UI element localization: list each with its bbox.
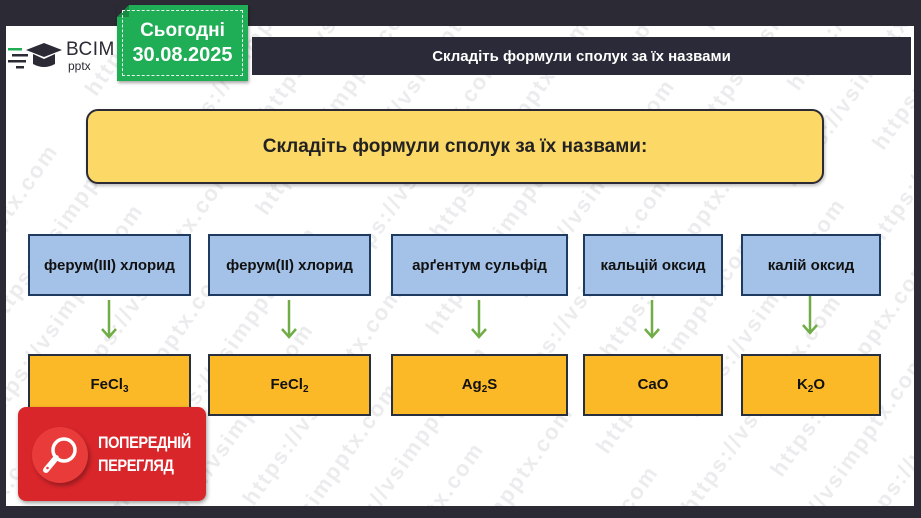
formula-box-5: K2O [741, 354, 881, 416]
arrow-down-icon [101, 300, 117, 339]
today-label: Сьогодні [140, 19, 225, 41]
arrow-down-icon [471, 300, 487, 339]
arrow-down-icon [281, 300, 297, 339]
slide-title: Складіть формули сполук за їх назвами [432, 47, 731, 65]
logo-title: ВСІМ [66, 39, 115, 60]
preview-label: ПОПЕРЕДНІЙ ПЕРЕГЛЯД [98, 433, 191, 475]
today-badge: Сьогодні 30.08.2025 [117, 5, 248, 81]
today-date: 30.08.2025 [132, 43, 233, 66]
formula-box-1: FeCl3 [28, 354, 191, 416]
slide-title-bar: Складіть формули сполук за їх назвами [252, 37, 911, 75]
arrow-down-icon [644, 300, 660, 339]
formula: CaO [637, 375, 669, 393]
formula-box-4: CaO [583, 354, 723, 416]
formula: K2O [796, 375, 826, 395]
graduation-cap-icon [8, 43, 62, 69]
arrow-down-icon [802, 296, 818, 335]
logo-subtitle: pptx [68, 59, 91, 73]
name-box-1: ферум(III) хлорид [28, 234, 191, 296]
formula-box-3: Ag2S [391, 354, 568, 416]
logo: ВСІМ pptx [6, 36, 116, 78]
formula: Ag2S [461, 375, 498, 395]
compound-name: ферум(III) хлорид [44, 256, 175, 274]
task-box: Складіть формули сполук за їх назвами: [86, 109, 824, 184]
compound-name: калій оксид [767, 256, 855, 274]
preview-button[interactable]: ПОПЕРЕДНІЙ ПЕРЕГЛЯД [18, 407, 206, 501]
name-box-4: кальцій оксид [583, 234, 723, 296]
formula: FeCl2 [270, 375, 309, 395]
preview-icon-circle [32, 427, 88, 483]
compound-name: кальцій оксид [600, 256, 706, 274]
task-text: Складіть формули сполук за їх назвами: [262, 135, 648, 157]
magnifier-icon [43, 437, 77, 473]
formula: FeCl3 [90, 375, 129, 395]
compound-name: арґентум сульфід [412, 256, 547, 274]
formula-box-2: FeCl2 [208, 354, 371, 416]
compound-name: ферум(II) хлорид [226, 256, 353, 274]
name-box-2: ферум(II) хлорид [208, 234, 371, 296]
name-box-5: калій оксид [741, 234, 881, 296]
name-box-3: арґентум сульфід [391, 234, 568, 296]
